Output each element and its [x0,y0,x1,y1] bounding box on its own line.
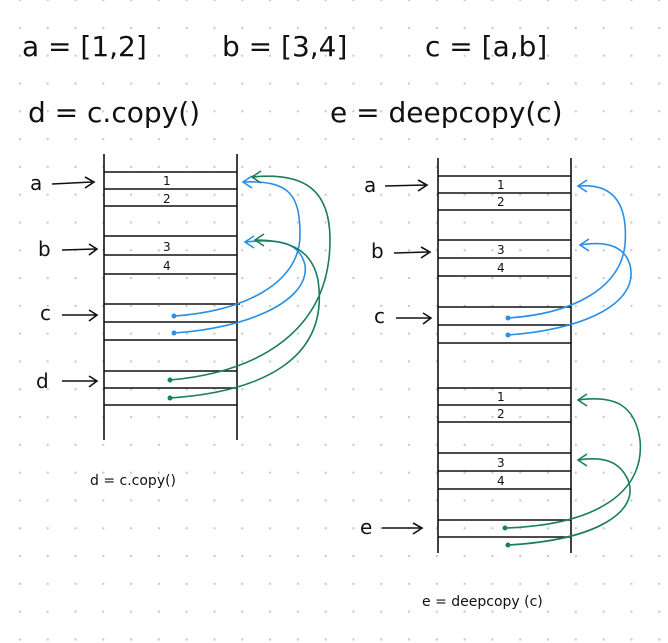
definition-e: e = deepcopy(c) [330,96,563,129]
right-label-b: b [371,239,384,263]
right-label-a: a [364,173,376,197]
left-arrow-b [61,243,99,256]
left-label-c: c [40,301,51,325]
right-e-pointer-dot-0 [502,525,508,531]
right-copy-a-cell-0: 1 [497,390,505,404]
right-b-cell-1: 4 [497,261,505,275]
left-green-pointers [169,170,331,399]
definition-b: b = [3,4] [222,30,347,63]
left-caption: d = c.copy() [90,473,176,489]
right-copy-a-cell-1: 2 [497,407,505,421]
definition-a: a = [1,2] [22,30,147,63]
definition-d: d = c.copy() [28,96,200,129]
right-green-pointers [504,393,642,546]
left-b-cell-1: 4 [163,259,171,273]
right-arrow-e [382,522,424,535]
right-copy-b-cell-0: 3 [497,456,505,470]
right-arrow-b [393,246,432,259]
right-a-cell-1: 2 [497,195,505,209]
definition-c: c = [a,b] [425,30,547,63]
left-label-b: b [38,237,51,261]
right-caption: e = deepcopy (c) [422,594,543,610]
right-arrow-a [384,179,429,192]
left-b-cell-0: 3 [163,240,171,254]
right-blue-pointers [507,179,632,336]
left-label-a: a [30,171,42,195]
left-arrow-c [62,309,99,322]
left-a-cell-0: 1 [163,174,171,188]
right-c-pointer-dot-0 [505,315,511,321]
right-b-cell-0: 3 [497,243,505,257]
right-e-pointer-dot-1 [505,542,511,548]
left-c-pointer-dot-0 [171,313,177,319]
left-c-pointer-dot-1 [171,330,177,336]
left-a-cell-1: 2 [163,192,171,206]
right-copy-b-cell-1: 4 [497,474,505,488]
left-d-pointer-dot-0 [167,377,173,383]
left-arrow-d [62,375,99,388]
right-memory-column [437,158,572,553]
right-label-c: c [374,304,385,328]
right-label-e: e [360,515,372,539]
left-arrow-a [51,176,96,189]
left-label-d: d [36,369,49,393]
right-arrow-c [396,312,433,325]
right-c-pointer-dot-1 [505,332,511,338]
right-a-cell-0: 1 [497,178,505,192]
left-memory-column [103,154,240,440]
left-d-pointer-dot-1 [167,395,173,401]
